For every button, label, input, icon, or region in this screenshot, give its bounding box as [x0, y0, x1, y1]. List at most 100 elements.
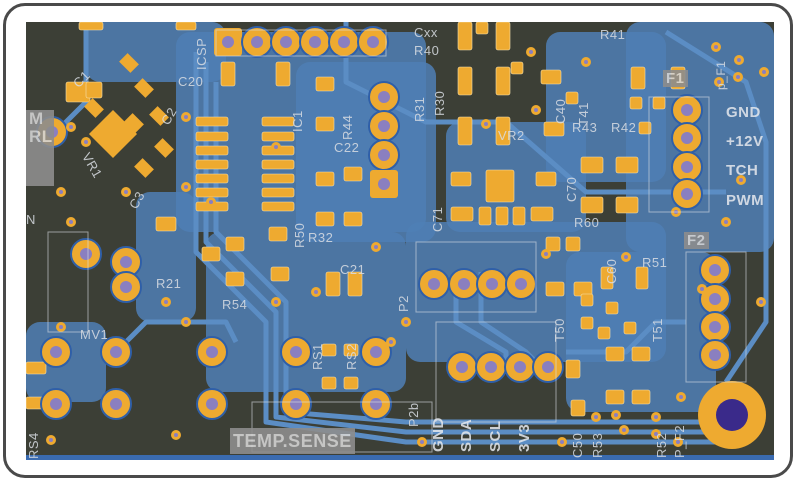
label-r54: R54 — [222, 297, 248, 312]
drill-hole — [222, 36, 234, 48]
via-drill — [759, 300, 763, 304]
label-c40: C40 — [553, 98, 568, 124]
drill-hole — [709, 321, 721, 333]
smd-pad — [343, 343, 359, 357]
label-r52: R52 — [654, 432, 669, 458]
smd-pad — [84, 98, 104, 118]
smd-pad — [85, 81, 103, 99]
mounting-hole — [716, 399, 748, 431]
i2c-pin-gnd: GND — [430, 417, 447, 452]
smd-pad — [347, 271, 363, 297]
via-drill — [654, 432, 658, 436]
label-f2: F2 — [684, 232, 709, 249]
smd-pad — [321, 376, 337, 390]
smd-pad — [630, 66, 646, 90]
silkscreen-outline — [685, 251, 747, 383]
smd-pad — [605, 301, 619, 315]
label-ic1: IC1 — [290, 110, 305, 132]
drill-hole — [251, 36, 263, 48]
drill-hole — [486, 278, 498, 290]
label-c22: C22 — [334, 140, 360, 155]
smd-pad — [570, 399, 586, 417]
smd-pad — [580, 196, 604, 214]
copper-trace — [193, 52, 726, 445]
drill-hole — [370, 346, 382, 358]
drill-hole — [50, 398, 62, 410]
label-r51: R51 — [642, 255, 668, 270]
smd-pad — [615, 196, 639, 214]
label-p2: P2 — [396, 295, 411, 312]
drill-hole — [485, 361, 497, 373]
smd-pad — [565, 236, 581, 252]
smd-pad — [195, 131, 229, 142]
smd-pad — [635, 266, 649, 290]
label-p-f1: p_F1 — [714, 60, 728, 90]
label-mv1: MV1 — [80, 327, 109, 342]
via-drill — [736, 75, 740, 79]
via-drill — [164, 300, 168, 304]
via-drill — [184, 115, 188, 119]
smd-pad — [134, 78, 154, 98]
via-drill — [737, 58, 741, 62]
drill-hole — [206, 398, 218, 410]
board-edge — [26, 455, 774, 460]
smd-pad — [605, 346, 625, 362]
label-r42: R42 — [611, 120, 637, 135]
smd-pad — [485, 169, 515, 203]
label-r30: R30 — [432, 90, 447, 116]
smd-pad — [580, 156, 604, 174]
smd-pad — [580, 293, 594, 307]
drill-hole — [542, 361, 554, 373]
smd-pad — [565, 91, 579, 105]
label-t50: T50 — [552, 318, 567, 342]
smd-pad — [597, 326, 611, 340]
smd-pad — [124, 113, 144, 133]
drill-hole — [378, 120, 390, 132]
smd-pad — [343, 211, 363, 227]
drill-hole — [681, 104, 693, 116]
smd-pad — [195, 145, 229, 156]
label-r44: R44 — [340, 114, 355, 140]
smd-pad — [600, 266, 614, 290]
via-drill — [700, 287, 704, 291]
via-drill — [679, 395, 683, 399]
pcb-board: M RL N C1 C2 VR1 C3 ICSP C20 IC1 R44 C22… — [26, 22, 774, 460]
smd-pad — [343, 166, 363, 182]
drill-hole — [378, 178, 390, 190]
smd-pad — [495, 206, 509, 226]
label-cxx: Cxx — [414, 25, 438, 40]
via-drill — [594, 415, 598, 419]
smd-pad — [225, 271, 245, 287]
via-drill — [59, 325, 63, 329]
label-r53: R53 — [590, 432, 605, 458]
smd-pad — [261, 201, 295, 212]
smd-pad — [315, 171, 335, 187]
smd-pad — [195, 116, 229, 127]
drill-hole — [458, 278, 470, 290]
smd-pad — [261, 131, 295, 142]
drill-hole — [515, 278, 527, 290]
smd-pad — [261, 187, 295, 198]
smd-pad — [475, 22, 489, 35]
via-drill — [724, 220, 728, 224]
copper-pour — [136, 192, 196, 322]
drill-hole — [456, 361, 468, 373]
label-n: N — [26, 212, 36, 227]
silkscreen-outline — [648, 96, 710, 213]
via-drill — [274, 145, 278, 149]
drill-hole — [378, 149, 390, 161]
label-r60: R60 — [574, 215, 600, 230]
i2c-pin-scl: SCL — [487, 420, 504, 453]
via-drill — [534, 108, 538, 112]
label-r41: R41 — [600, 27, 626, 42]
fan-pin-tch: TCH — [726, 162, 759, 179]
smd-pad — [631, 346, 651, 362]
smd-pad — [457, 116, 473, 146]
via-drill — [544, 252, 548, 256]
drill-hole — [681, 132, 693, 144]
drill-hole — [709, 264, 721, 276]
smd-pad — [457, 22, 473, 51]
smd-pad — [580, 316, 594, 330]
smd-pad — [495, 22, 511, 51]
smd-pad — [268, 226, 288, 242]
